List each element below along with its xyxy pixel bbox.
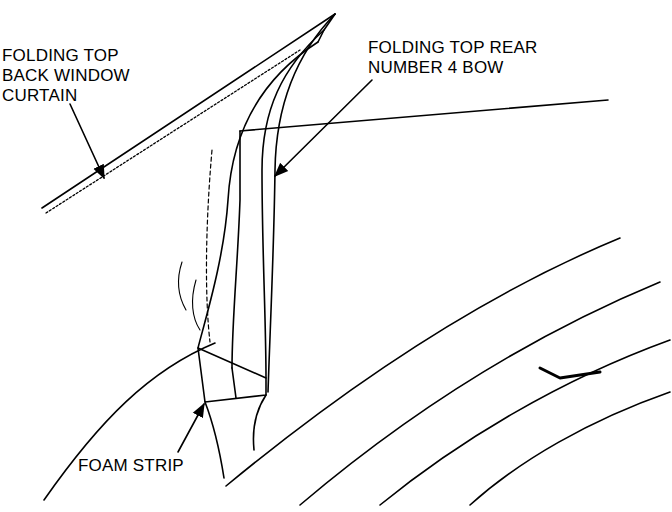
bow-inner xyxy=(262,30,324,378)
bow-outer xyxy=(198,42,318,348)
leader-line xyxy=(70,104,104,178)
body-curve xyxy=(300,282,660,505)
curtain-seam xyxy=(206,150,212,342)
quarter-edge xyxy=(254,395,267,450)
quarter-edge xyxy=(205,402,224,478)
bow-tip xyxy=(318,14,335,42)
curtain-edge xyxy=(42,14,335,208)
foam-strip-edge xyxy=(232,368,236,398)
part-label: FOAM STRIP xyxy=(78,456,238,476)
body-curve xyxy=(470,392,670,505)
body-curve xyxy=(44,343,215,500)
bow-face xyxy=(232,131,240,368)
part-label: FOLDING TOP BACK WINDOW CURTAIN xyxy=(2,46,162,106)
body-detail xyxy=(540,368,600,378)
foam-strip xyxy=(198,348,266,402)
body-curve xyxy=(226,238,620,486)
part-label: FOLDING TOP REAR NUMBER 4 BOW xyxy=(368,38,583,78)
top-edge xyxy=(240,100,608,131)
leader-line xyxy=(178,404,204,452)
body-curve xyxy=(380,340,670,505)
fold-mark xyxy=(179,262,186,310)
fold-mark xyxy=(193,280,200,330)
bow-edge xyxy=(268,14,335,392)
leader-line xyxy=(275,80,372,176)
